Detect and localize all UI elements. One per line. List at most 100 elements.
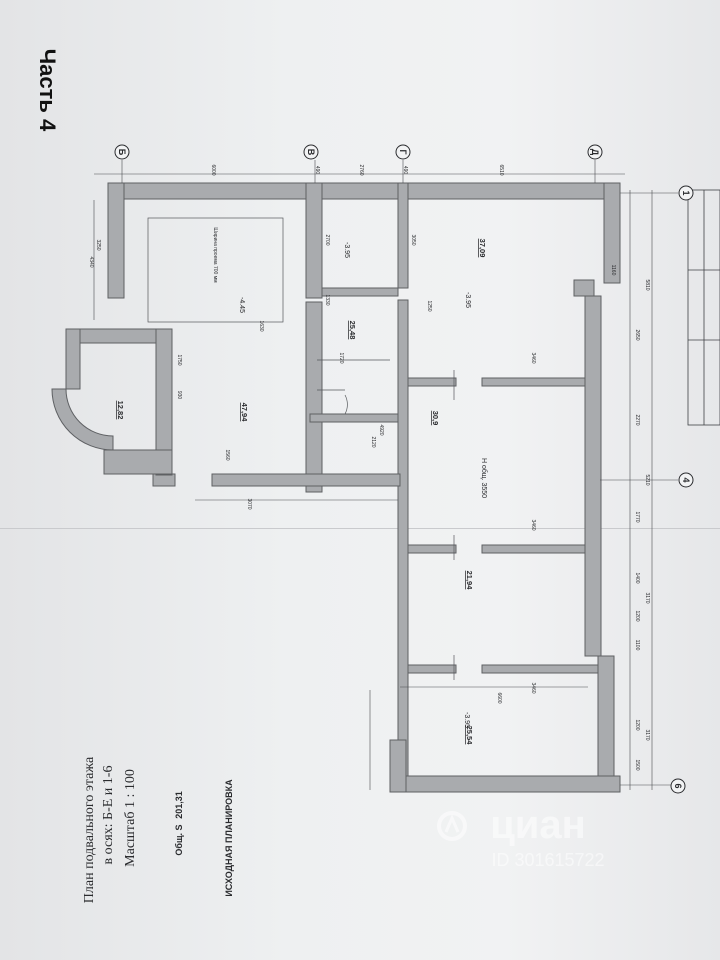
dim-22: 2120 [370,436,376,447]
wall-g-lower [397,299,409,791]
plan-kind: ИСХОДНАЯ ПЛАНИРОВКА [224,779,234,897]
dim-30: 3170 [644,729,650,740]
wall-g-upper [397,182,409,289]
dim-7: 2270 [634,414,640,425]
level-mark-3: -3.95 [464,292,471,308]
wall-top [107,182,621,200]
dim-top-3: 2760 [358,164,364,175]
page-fold [0,528,720,529]
part-label: Часть 4 [35,49,60,132]
dim-21: 4920 [378,424,384,435]
door-swing [344,394,348,415]
wall-vest-arc [51,388,114,451]
axis-d-marker [587,144,603,160]
dim-6: 930 [176,391,182,400]
ceiling-height: Н общ. 3550 [480,458,488,498]
room-areas: 12,82 47,94 25,48 37,09 30,9 21,94 25,54 [116,239,487,746]
dim-23: 1720 [338,352,344,363]
wall-bottom [389,775,621,793]
wall-v-upper [305,182,323,299]
axis-6-marker [670,778,686,794]
wall-vest-bottom [103,449,173,475]
axis-d-label: Д [590,149,600,156]
axis-4-label: 4 [681,477,691,482]
room-area-3: 25,48 [348,321,357,340]
watermark: циан ID 301615722 [437,803,605,870]
axis-v-label: В [306,149,316,156]
wall-room3 [321,287,399,297]
axis-v-marker [303,144,319,160]
dim-26: 1250 [426,300,432,311]
wall-div3a [407,664,457,674]
opening-outline [147,217,284,323]
opening-note: Ширина проема 700 мм [212,227,218,283]
wall-vest-left [65,328,81,390]
wall-div1b [481,377,586,387]
dim-2: 3250 [95,239,101,250]
dim-11: 1200 [634,610,640,621]
axis-6-label: 6 [673,783,683,788]
title-block: План подвального этажа в осях: Б-Е и 1-6… [82,756,234,903]
dim-1: 4340 [88,256,94,267]
axis-g-marker [395,144,411,160]
dim-15: 3460 [530,352,536,363]
title-line-2: в осях: Б-Е и 1-6 [101,766,116,865]
axis-g-label: Г [398,149,408,154]
wall-right [584,295,602,657]
wall-row4-b [211,473,401,487]
dim-4: 3050 [410,234,416,245]
dim-25: 1330 [324,294,330,305]
interior-details [93,160,720,790]
title-line-1: План подвального этажа [82,756,97,903]
dimensions: 6000 490 2760 490 6510 4340 3250 2700 30… [88,164,650,770]
axis-b-marker [114,144,130,160]
wall-div2a [407,544,457,554]
watermark-id: ID 301615722 [491,850,604,870]
walls [51,182,621,793]
wall-div3b [481,664,599,674]
watermark-brand: циан [490,803,586,847]
dim-top-5: 6510 [498,164,504,175]
room-area-4: 37,09 [478,239,487,258]
dim-31: 5810 [644,279,650,290]
dim-top-4: 490 [402,166,408,175]
level-mark-4: -3.95 [463,712,470,728]
room-area-6: 21,94 [465,571,474,591]
room-area-1: 12,82 [116,401,125,420]
dim-top-2: 490 [314,166,320,175]
wall-row4-a [152,473,176,487]
wall-vest-right [155,328,173,476]
dim-12: 1100 [634,640,640,651]
level-mark-2: -3.95 [343,242,350,258]
dim-14: 1500 [634,759,640,770]
level-mark-1: -4.45 [238,297,245,313]
wall-div1a [407,377,457,387]
dim-24: 1630 [258,320,264,331]
axis-4-marker [678,472,694,488]
dim-19: 3070 [246,498,252,509]
dim-20: 1560 [224,449,230,460]
title-scale: Масштаб 1 : 100 [123,769,138,867]
axis-b-label: Б [117,149,127,156]
level-marks: -4.45 -3.95 -3.95 -3.95 Н общ. 3550 Шири… [212,227,488,728]
area-value: 201,31 [174,791,184,819]
dim-27: 1160 [610,265,616,276]
axis-1-marker [678,185,694,201]
wall-stair [309,413,399,423]
axis-1-label: 1 [681,190,691,195]
area-label: Общ. S [174,824,184,855]
wall-right-lower [597,655,615,792]
dim-top-1: 6000 [210,164,216,175]
wall-div2b [481,544,586,554]
wall-bottom-left [389,739,407,793]
dim-18: 6600 [496,692,502,703]
watermark-logo [437,811,467,841]
axis-markers: Б В Г Д 1 4 6 [114,144,694,794]
dim-29: 3170 [644,592,650,603]
dim-3: 2700 [324,234,330,245]
dim-28: 5210 [644,474,650,485]
wall-right-top [603,182,621,284]
room-area-2: 47,94 [240,403,249,423]
dim-8: 2650 [634,329,640,340]
